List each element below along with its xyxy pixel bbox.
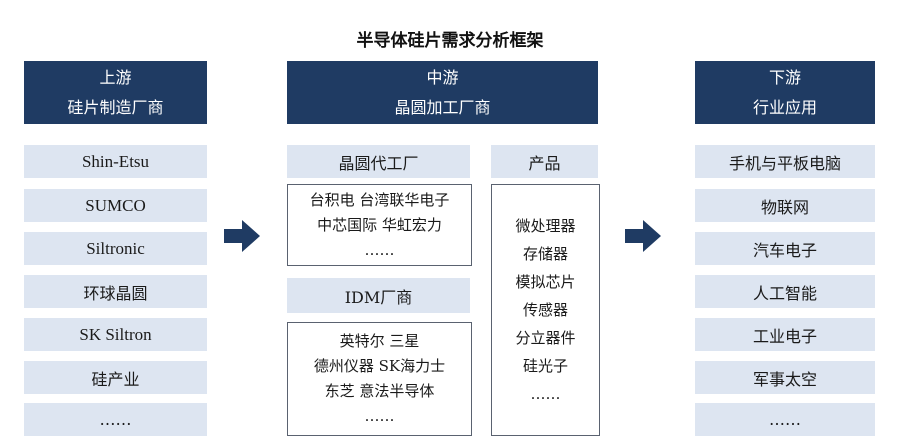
product-line: 模拟芯片 [515,273,576,291]
midstream-header-line2: 晶圆加工厂商 [394,97,491,117]
flow-arrow-right [625,220,661,252]
product-line: 微处理器 [515,217,576,235]
foundry-line: …… [364,240,395,259]
upstream-item: 硅产业 [24,361,207,394]
downstream-item: …… [695,403,875,436]
upstream-header: 上游 硅片制造厂商 [24,61,207,124]
idm-line: 德州仪器 SK海力士 [313,357,446,375]
downstream-header: 下游 行业应用 [695,61,875,124]
upstream-header-line2: 硅片制造厂商 [67,97,164,117]
product-list-box: 微处理器 存储器 模拟芯片 传感器 分立器件 硅光子 …… [491,184,600,436]
upstream-item: Shin-Etsu [24,145,207,178]
downstream-header-line2: 行业应用 [752,97,817,117]
upstream-item: …… [24,403,207,436]
foundry-line: 中芯国际 华虹宏力 [317,215,442,234]
diagram-title: 半导体硅片需求分析框架 [356,31,544,51]
foundry-list-box: 台积电 台湾联华电子 中芯国际 华虹宏力 …… [287,184,472,266]
idm-line: 东芝 意法半导体 [324,382,435,400]
downstream-item: 人工智能 [695,275,875,308]
upstream-item: SUMCO [24,189,207,222]
upstream-item: SK Siltron [24,318,207,351]
idm-list-box: 英特尔 三星 德州仪器 SK海力士 东芝 意法半导体 …… [287,322,472,436]
idm-label: IDM厂商 [287,278,470,313]
upstream-item: 环球晶圆 [24,275,207,308]
midstream-header-line1: 中游 [426,67,459,87]
upstream-header-line1: 上游 [99,67,132,87]
downstream-item: 手机与平板电脑 [695,145,875,178]
product-line: …… [530,385,561,403]
product-label: 产品 [491,145,598,178]
downstream-item: 工业电子 [695,318,875,351]
idm-line: …… [364,407,395,425]
product-line: 分立器件 [515,329,576,347]
downstream-item: 军事太空 [695,361,875,394]
flow-arrow-right [224,220,260,252]
product-line: 硅光子 [522,357,568,375]
midstream-header: 中游 晶圆加工厂商 [287,61,598,124]
upstream-item: Siltronic [24,232,207,265]
foundry-line: 台积电 台湾联华电子 [309,190,450,209]
foundry-label: 晶圆代工厂 [287,145,470,178]
downstream-item: 汽车电子 [695,232,875,265]
product-line: 存储器 [522,245,568,263]
idm-line: 英特尔 三星 [339,332,420,350]
product-line: 传感器 [522,301,568,319]
downstream-header-line1: 下游 [768,67,801,87]
downstream-item: 物联网 [695,189,875,222]
